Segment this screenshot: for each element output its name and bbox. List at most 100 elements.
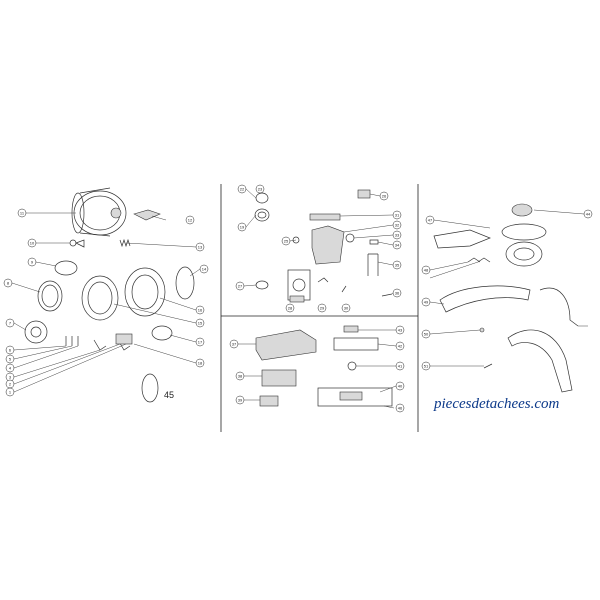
- callout-46: 46: [395, 403, 405, 413]
- svg-text:23: 23: [258, 187, 263, 192]
- callout-9: 9: [27, 257, 37, 267]
- svg-text:2: 2: [9, 382, 12, 387]
- door-glass-part: [54, 260, 78, 276]
- callout-5: 5: [5, 354, 15, 364]
- hinge-part: [69, 239, 85, 248]
- callout-18: 18: [195, 358, 205, 368]
- svg-text:29: 29: [320, 306, 325, 311]
- drum-part: [71, 187, 127, 237]
- svg-text:48: 48: [424, 268, 429, 273]
- front-tub-part: [81, 275, 119, 321]
- callout-37: 37: [229, 339, 239, 349]
- callout-26: 26: [379, 191, 389, 201]
- inlet-hose-part: [433, 229, 491, 249]
- bolts-part: [65, 336, 79, 346]
- callout-41: 41: [395, 361, 405, 371]
- control-panel-part: [317, 387, 393, 407]
- callout-27: 27: [235, 281, 245, 291]
- callout-33: 33: [392, 230, 402, 240]
- right-panel: 47 44 48 49 50 51 piecesdetachees.com: [421, 203, 593, 412]
- callout-25: 25: [281, 236, 291, 246]
- callout-19: 19: [237, 222, 247, 232]
- callout-23: 23: [255, 184, 265, 194]
- callout-6: 6: [5, 345, 15, 355]
- svg-text:4: 4: [9, 366, 12, 371]
- svg-text:22: 22: [240, 187, 245, 192]
- small-cover-part: [259, 395, 279, 407]
- svg-text:10: 10: [30, 241, 35, 246]
- svg-text:13: 13: [198, 245, 203, 250]
- callout-29: 29: [317, 303, 327, 313]
- drain-pipe-part: [539, 287, 579, 327]
- svg-text:28: 28: [288, 306, 293, 311]
- door-seal-ring-part: [141, 373, 159, 403]
- svg-text:18: 18: [198, 361, 203, 366]
- svg-text:27: 27: [238, 284, 243, 289]
- pump-housing-part: [311, 225, 345, 265]
- svg-text:30: 30: [344, 306, 349, 311]
- svg-text:42: 42: [398, 344, 403, 349]
- callout-32: 32: [392, 220, 402, 230]
- bellows-part: [507, 329, 573, 393]
- sump-hose-part: [439, 285, 531, 313]
- middle-top-panel: 22 23 19 25 26 31 32 33 34 35 36 27 28 2…: [235, 184, 402, 313]
- callout-36: 36: [392, 288, 402, 298]
- thermostat-part: [357, 189, 371, 199]
- rear-tub-part: [124, 267, 166, 317]
- svg-text:44: 44: [586, 212, 591, 217]
- svg-text:16: 16: [198, 308, 203, 313]
- callout-7: 7: [5, 318, 15, 328]
- callout-16: 16: [195, 305, 205, 315]
- svg-text:40: 40: [398, 384, 403, 389]
- pump-bowl-part: [511, 203, 533, 217]
- callout-35: 35: [392, 260, 402, 270]
- callout-38: 38: [235, 371, 245, 381]
- gasket-ring-part: [151, 325, 173, 341]
- svg-text:50: 50: [424, 332, 429, 337]
- callout-12: 12: [185, 215, 195, 225]
- callout-31: 31: [392, 210, 402, 220]
- callout-47: 47: [425, 215, 435, 225]
- svg-text:1: 1: [9, 390, 12, 395]
- callout-10: 10: [27, 238, 37, 248]
- callout-15: 15: [195, 318, 205, 328]
- callout-22: 22: [237, 184, 247, 194]
- svg-text:15: 15: [198, 321, 203, 326]
- svg-text:41: 41: [398, 364, 403, 369]
- svg-text:9: 9: [31, 260, 34, 265]
- middle-bottom-panel: 37 38 39 43 42 41 40 46: [229, 325, 405, 413]
- callout-8: 8: [3, 278, 13, 288]
- svg-text:36: 36: [395, 291, 400, 296]
- left-panel: 11 12 10 13 9 8 14 16 15 17 18 7 6 5 4 3…: [3, 187, 209, 403]
- svg-text:25: 25: [284, 239, 289, 244]
- svg-text:14: 14: [202, 267, 207, 272]
- svg-text:34: 34: [395, 243, 400, 248]
- svg-text:39: 39: [238, 398, 243, 403]
- dispenser-part: [261, 369, 297, 387]
- bearing-plate-part: [24, 320, 48, 344]
- heater-part: [367, 253, 379, 276]
- svg-text:32: 32: [395, 223, 400, 228]
- svg-text:37: 37: [232, 342, 237, 347]
- pulley-part: [175, 266, 195, 300]
- svg-text:43: 43: [398, 328, 403, 333]
- callout-50: 50: [421, 329, 431, 339]
- svg-text:19: 19: [240, 225, 245, 230]
- label-45: 45: [164, 390, 174, 400]
- motor-ring-part: [255, 192, 269, 204]
- callout-17: 17: [195, 337, 205, 347]
- svg-text:12: 12: [188, 218, 193, 223]
- callout-4: 4: [5, 363, 15, 373]
- callout-28: 28: [285, 303, 295, 313]
- callout-34: 34: [392, 240, 402, 250]
- callout-13: 13: [195, 242, 205, 252]
- control-board-part: [333, 337, 379, 351]
- svg-text:31: 31: [395, 213, 400, 218]
- spring-part: [119, 238, 131, 248]
- svg-text:51: 51: [424, 364, 429, 369]
- callout-1: 1: [5, 387, 15, 397]
- callout-30: 30: [341, 303, 351, 313]
- callout-49: 49: [421, 297, 431, 307]
- svg-text:46: 46: [398, 406, 403, 411]
